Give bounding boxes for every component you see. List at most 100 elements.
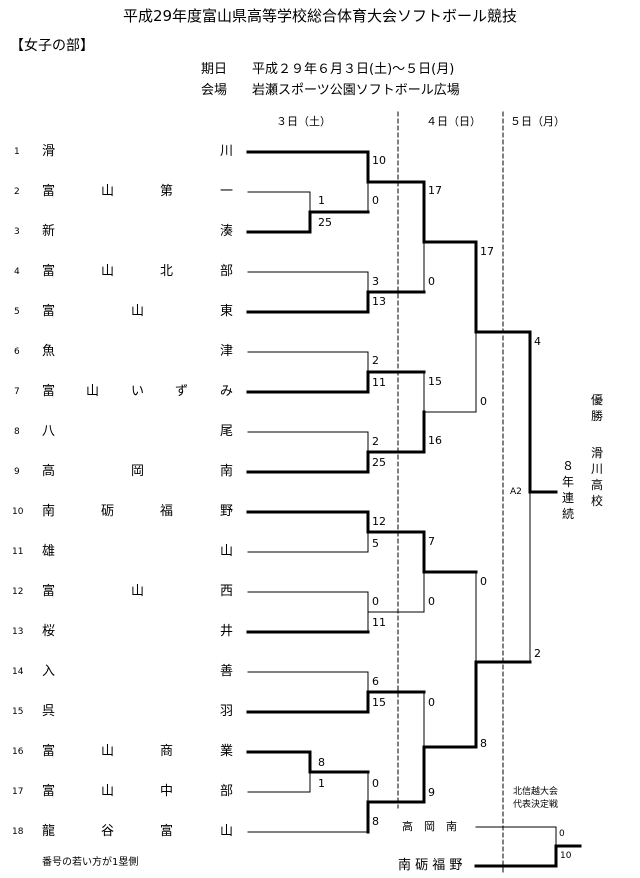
- streak-label: ８年連続: [561, 459, 574, 521]
- team-name-char: 富: [42, 584, 56, 599]
- team-name-char: 北: [160, 264, 174, 279]
- match-score: 10: [372, 154, 386, 167]
- team-number: 7: [14, 387, 20, 397]
- team-name-char: 魚: [42, 344, 56, 359]
- team-name-char: 南: [220, 464, 234, 479]
- match-score: 7: [428, 535, 435, 548]
- team-name-char: 入: [42, 664, 56, 679]
- team-number: 1: [14, 147, 20, 157]
- team-name-char: 山: [101, 264, 115, 279]
- team-name-char: み: [220, 384, 234, 399]
- team-number: 14: [12, 667, 24, 677]
- team-number: 18: [12, 827, 24, 837]
- team-name-char: 部: [220, 264, 234, 279]
- match-score: 17: [480, 245, 494, 258]
- playoff-title-line1: 北信越大会: [513, 787, 559, 797]
- team-name-char: 山: [101, 784, 115, 799]
- team-number: 6: [14, 347, 20, 357]
- team-name-char: 一: [220, 184, 234, 199]
- team-name-char: ず: [175, 384, 189, 399]
- team-number: 11: [12, 547, 24, 557]
- team-name-char: 八: [42, 424, 56, 439]
- team-name-char: 桜: [42, 624, 56, 639]
- team-name-char: 山: [101, 744, 115, 759]
- match-score: 11: [372, 376, 386, 389]
- date-label: 期日: [201, 62, 228, 77]
- match-score: 0: [480, 575, 487, 588]
- match-connector: [366, 450, 426, 474]
- team-name-char: 津: [220, 344, 234, 359]
- match-score: 1: [318, 194, 325, 207]
- team-number: 15: [12, 707, 24, 717]
- match-score: 15: [428, 375, 442, 388]
- team-number: 10: [12, 507, 24, 517]
- team-name-char: 山: [220, 544, 234, 559]
- match-score: 2: [534, 647, 541, 660]
- match-score: 8: [480, 737, 487, 750]
- team-name-char: 山: [131, 304, 145, 319]
- team-name-char: 呉: [42, 704, 56, 719]
- match-score: 0: [428, 595, 435, 608]
- team-name-char: 羽: [220, 704, 234, 719]
- champion-team: 滑川高校: [590, 446, 603, 508]
- match-score: 25: [372, 456, 386, 469]
- match-score: 12: [372, 515, 386, 528]
- team-number: 8: [14, 427, 20, 437]
- team-name-char: 川: [220, 144, 234, 159]
- venue-value: 岩瀬スポーツ公園ソフトボール広場: [252, 83, 460, 98]
- team-name-char: 富: [42, 384, 56, 399]
- team-name-char: 山: [131, 584, 145, 599]
- team-number: 13: [12, 627, 24, 637]
- playoff-team-b: 南 砺 福 野: [398, 858, 463, 873]
- page-title: 平成29年度富山県高等学校総合体育大会ソフトボール競技: [122, 7, 518, 25]
- footnote: 番号の若い方が1塁側: [42, 857, 139, 868]
- match-connector: [474, 660, 532, 749]
- match-connector: [422, 745, 478, 804]
- team-name-char: 善: [220, 664, 234, 679]
- team-number: 3: [14, 227, 20, 237]
- match-score: 0: [480, 395, 487, 408]
- division-label: 【女子の部】: [10, 38, 94, 54]
- playoff-title-line2: 代表決定戦: [513, 800, 559, 810]
- venue-label: 会場: [201, 83, 228, 98]
- team-number: 9: [14, 467, 20, 477]
- team-name-char: 部: [220, 784, 234, 799]
- team-name-char: 雄: [42, 544, 56, 559]
- team-name-char: 野: [220, 504, 234, 519]
- match-score: 8: [318, 756, 325, 769]
- match-score: 5: [372, 537, 379, 550]
- match-score: 6: [372, 675, 379, 688]
- team-number: 5: [14, 307, 20, 317]
- match-score: 13: [372, 295, 386, 308]
- team-name-char: 滑: [42, 144, 56, 159]
- day-2-header: ４日（日）: [426, 115, 481, 128]
- champion-label: 優勝: [590, 393, 603, 423]
- team-number: 2: [14, 187, 20, 197]
- match-connector: [367, 611, 425, 633]
- day-3-header: ５日（月）: [510, 115, 565, 128]
- team-name-char: 富: [42, 264, 56, 279]
- team-name-char: 山: [86, 384, 100, 399]
- match-score: 11: [372, 616, 386, 629]
- playoff-line: [474, 844, 582, 868]
- team-name-char: 湊: [220, 224, 234, 239]
- match-score: 2: [372, 354, 379, 367]
- playoff-score: 10: [560, 851, 572, 861]
- team-name-char: 富: [160, 824, 174, 839]
- match-score: 15: [372, 696, 386, 709]
- team-name-char: 高: [42, 464, 56, 479]
- team-number: 17: [12, 787, 24, 797]
- match-connector: [366, 370, 426, 394]
- match-score: 0: [372, 777, 379, 790]
- team-name-char: 第: [160, 184, 174, 199]
- team-name-char: 富: [42, 304, 56, 319]
- team-name-char: 富: [42, 184, 56, 199]
- team-name-char: 尾: [220, 424, 234, 439]
- team-name-char: 山: [220, 824, 234, 839]
- match-score: 0: [428, 696, 435, 709]
- match-score: 0: [372, 194, 379, 207]
- match-score: 2: [372, 435, 379, 448]
- match-score: 16: [428, 434, 442, 447]
- match-score: 0: [372, 595, 379, 608]
